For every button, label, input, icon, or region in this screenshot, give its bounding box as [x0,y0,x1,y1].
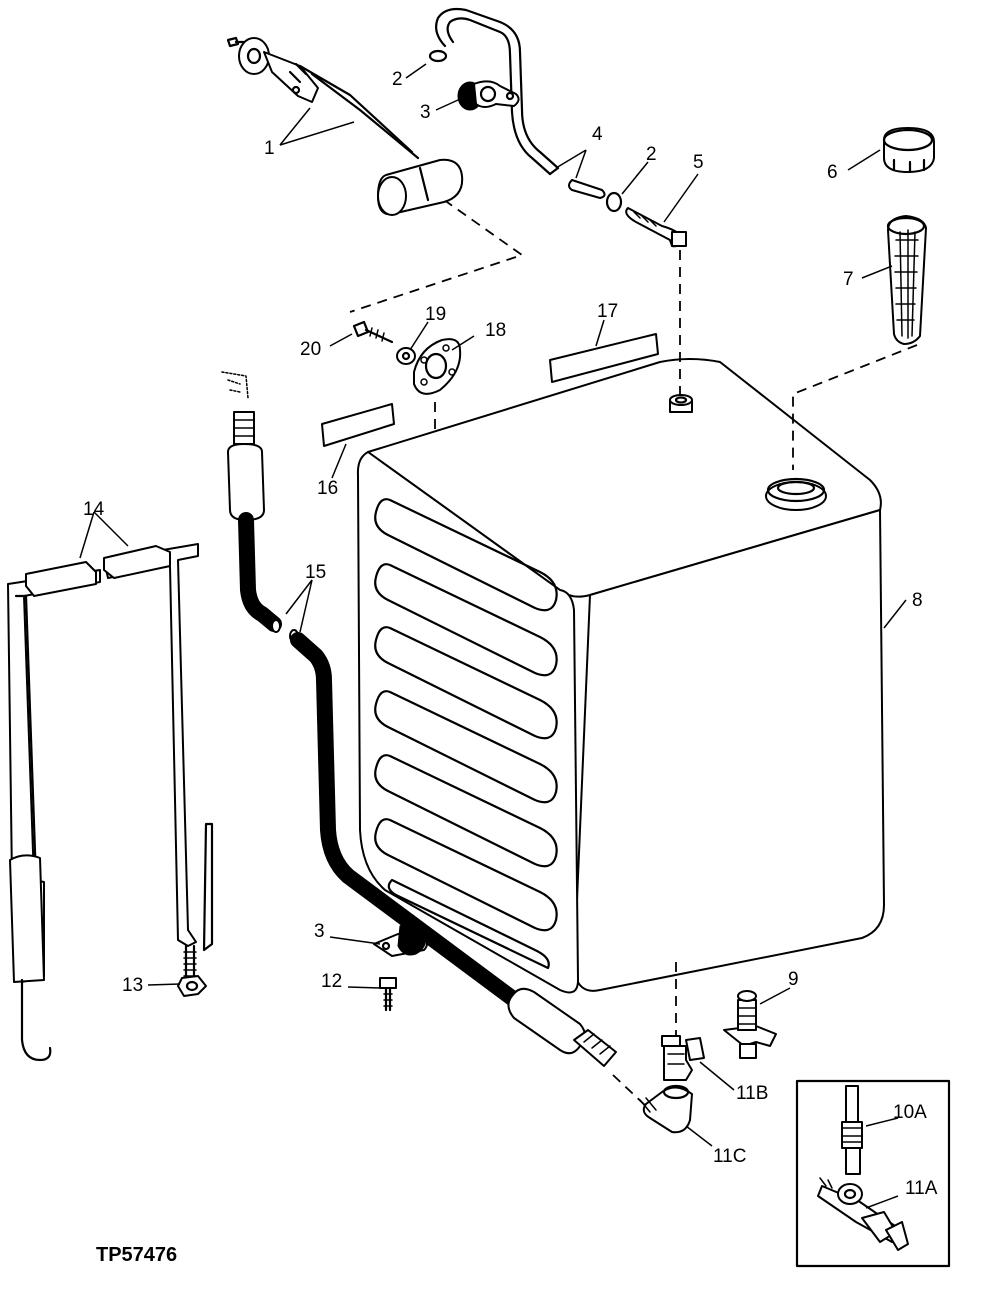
hose-clamp-lower [373,922,428,957]
callout-7: 7 [843,269,854,290]
callout-12: 12 [321,971,342,992]
fuel-cap [882,127,935,174]
filler-neck [765,477,827,511]
callout-9: 9 [788,969,799,990]
tank-side-ribs [374,498,558,970]
tank-straps [7,543,214,1062]
return-port [669,394,693,413]
clamp-bolt [379,977,397,1012]
callout-5: 5 [693,152,704,173]
callout-8: 8 [912,590,923,611]
assembly-lines [349,189,918,1109]
callout-6: 6 [827,162,838,183]
callout-15: 15 [305,562,326,583]
inset-detail-box [795,1079,951,1268]
callout-18: 18 [485,320,506,341]
fitting-10a [841,1085,863,1175]
callout-14: 14 [83,499,105,520]
callout-10a: 10A [893,1102,927,1123]
callout-2-top: 2 [392,69,403,90]
fuel-gauge-sender [226,36,464,216]
callout-2-right: 2 [646,144,657,165]
callout-17: 17 [597,301,618,322]
fuel-line-hose [221,371,617,1067]
callout-11b: 11B [736,1083,768,1104]
callout-labels: 1 2 2 3 3 4 5 6 7 8 9 10A 11A 11B 11C 12… [83,69,938,1199]
figure-code: TP57476 [96,1244,177,1266]
callout-16: 16 [317,478,338,499]
leader-lines [79,63,907,1209]
callout-11a: 11A [905,1178,938,1199]
callout-19: 19 [425,304,446,325]
sender-mount-hardware [352,320,462,395]
vent-hose-assembly [428,7,687,248]
valve-11a [817,1177,909,1251]
elbow-11c [639,1084,693,1134]
fitting-11b [661,1035,705,1081]
fuel-tank [356,358,885,994]
callout-3-lower: 3 [314,921,325,942]
callout-13: 13 [122,975,143,996]
strap-nut [177,975,207,997]
callout-4: 4 [592,124,603,145]
callout-20: 20 [300,339,321,360]
callout-1: 1 [264,138,275,159]
tank-pads [321,333,659,447]
shutoff-valve-9 [723,990,777,1059]
callout-3-top: 3 [420,102,431,123]
callout-11c: 11C [713,1146,746,1167]
filler-strainer [886,215,927,345]
